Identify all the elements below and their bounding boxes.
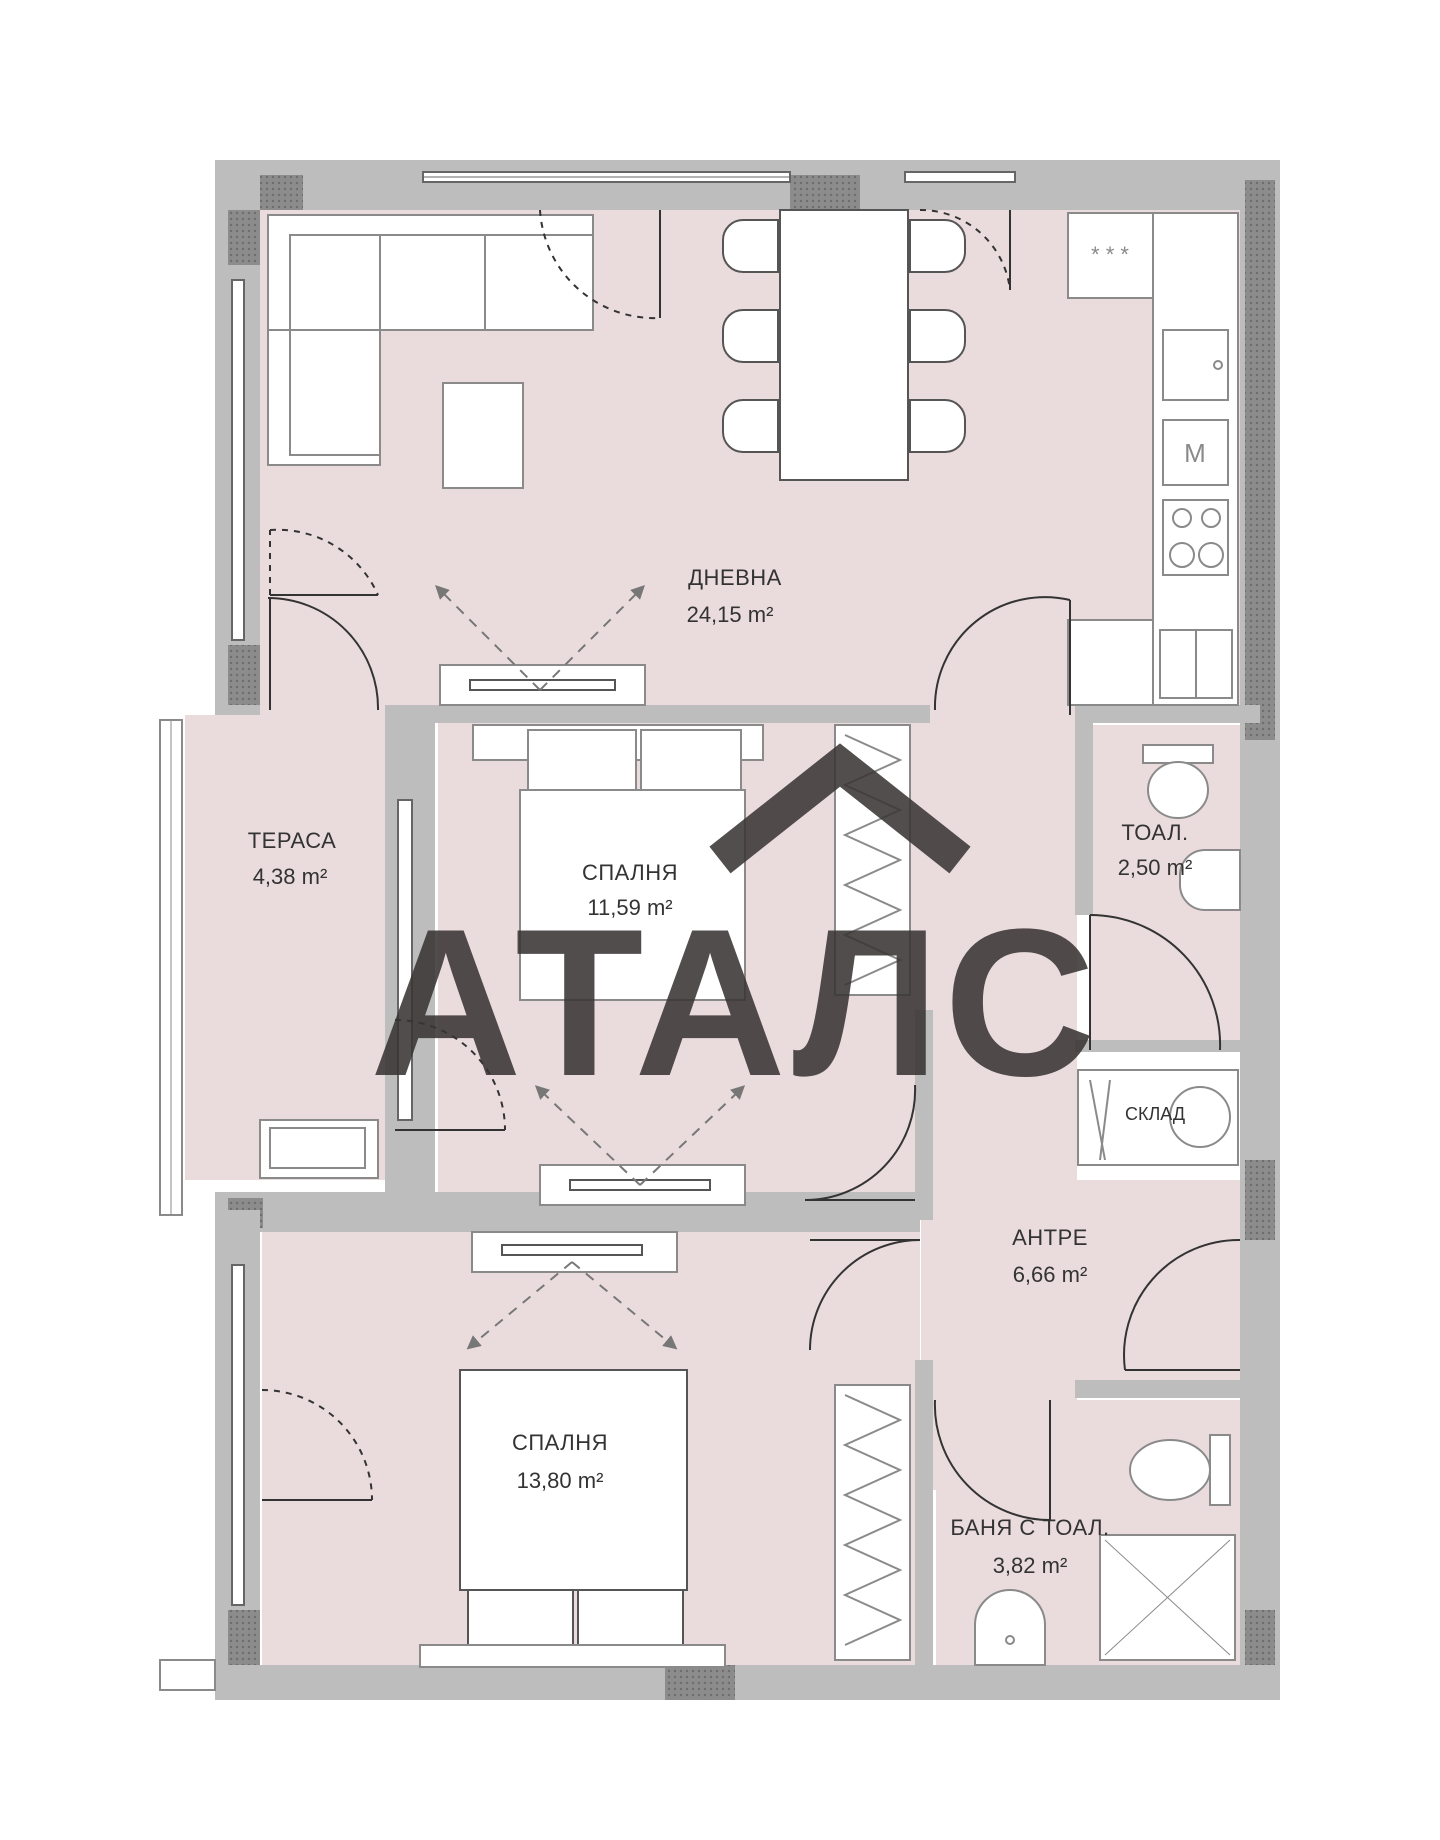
ac-airflow-arrow bbox=[466, 1261, 573, 1350]
bedroom2-hall-wall bbox=[915, 1360, 933, 1665]
svg-text:24,15 m²: 24,15 m² bbox=[687, 602, 774, 627]
window-left-bedroom2 bbox=[231, 1264, 245, 1606]
room-area: 6,66 bbox=[1013, 1262, 1056, 1287]
svg-text:11,59 m²: 11,59 m² bbox=[587, 895, 672, 920]
door-swing-icon bbox=[261, 208, 1241, 1522]
room-area: 2,50 bbox=[1118, 855, 1161, 880]
toilet-hall-wall bbox=[1075, 715, 1093, 915]
room-area-unit: m² bbox=[1062, 1262, 1088, 1287]
svg-text:2,50 m²: 2,50 m² bbox=[1118, 855, 1193, 880]
ac-airflow-arrow bbox=[571, 1261, 678, 1350]
kitchen-toilet-wall bbox=[1075, 705, 1260, 723]
room-name: ДНЕВНА bbox=[688, 565, 782, 590]
room-area-unit: m² bbox=[1167, 855, 1193, 880]
bedroom1-hall-wall bbox=[915, 1010, 933, 1220]
svg-text:4,38 m²: 4,38 m² bbox=[253, 864, 328, 889]
room-label-bathroom: БАНЯ С ТОАЛ. 3,82 m² bbox=[950, 1515, 1109, 1578]
sink-icon bbox=[1162, 329, 1229, 401]
washbasin-icon bbox=[1179, 849, 1241, 911]
floor-fills bbox=[185, 210, 1241, 1670]
coffee-table bbox=[442, 382, 524, 489]
ac-airflow-arrow bbox=[435, 585, 541, 691]
terrace-floor bbox=[185, 715, 393, 1180]
room-area-unit: m² bbox=[647, 895, 673, 920]
left-wall-hatch-top bbox=[228, 210, 260, 265]
dining-table-icon bbox=[722, 209, 966, 481]
hood-symbol: * * * bbox=[1091, 242, 1129, 267]
sofa-icon bbox=[267, 214, 594, 466]
bottom-left-railing bbox=[159, 1659, 216, 1691]
room-area: 13,80 bbox=[517, 1468, 572, 1493]
room-area: 3,82 bbox=[993, 1553, 1036, 1578]
bottom-wall-hatch bbox=[665, 1665, 735, 1700]
room-label-storage: СКЛАД bbox=[1125, 1104, 1185, 1124]
room-name: БАНЯ С ТОАЛ. bbox=[950, 1515, 1109, 1540]
room-name: СКЛАД bbox=[1125, 1104, 1185, 1124]
bottom-wall bbox=[215, 1665, 1280, 1700]
room-label-hall: АНТРЕ 6,66 m² bbox=[1012, 1225, 1088, 1287]
svg-text:3,82 m²: 3,82 m² bbox=[993, 1553, 1068, 1578]
storage-wall bbox=[1075, 1040, 1255, 1052]
watermark-text: АТАЛС bbox=[370, 885, 1099, 1120]
walls bbox=[159, 160, 1280, 1700]
svg-text:6,66 m²: 6,66 m² bbox=[1013, 1262, 1088, 1287]
room-label-terrace: ТЕРАСА 4,38 m² bbox=[248, 828, 337, 889]
washing-machine-icon bbox=[1077, 1069, 1239, 1166]
ac-airflow-arrow bbox=[534, 1085, 641, 1186]
toilet-icon bbox=[1142, 744, 1214, 819]
room-name: АНТРЕ bbox=[1012, 1225, 1088, 1250]
room-area-unit: m² bbox=[578, 1468, 604, 1493]
room-name: СПАЛНЯ bbox=[512, 1430, 608, 1455]
shower-icon bbox=[1099, 1534, 1236, 1661]
stove-icon bbox=[1162, 499, 1229, 576]
room-label-toilet: ТОАЛ. 2,50 m² bbox=[1118, 820, 1193, 880]
air-conditioner-icon bbox=[439, 664, 646, 706]
room-area-unit: m² bbox=[1042, 1553, 1068, 1578]
terrace-bedroom-window bbox=[397, 799, 413, 1121]
oven-icon bbox=[1159, 629, 1233, 699]
room-area: 11,59 bbox=[587, 895, 640, 920]
right-wall-hatch-2 bbox=[1245, 1160, 1275, 1240]
living-bedroom-wall bbox=[385, 705, 930, 723]
window-top-1 bbox=[422, 171, 791, 183]
window-top-2 bbox=[904, 171, 1016, 183]
room-name: СПАЛНЯ bbox=[582, 860, 678, 885]
room-area-unit: m² bbox=[302, 864, 328, 889]
logo-house-icon bbox=[709, 743, 971, 874]
window-left-living bbox=[231, 279, 245, 641]
room-label-bedroom1: СПАЛНЯ 11,59 m² bbox=[582, 860, 678, 920]
room-area-unit: m² bbox=[748, 602, 774, 627]
air-conditioner-icon bbox=[539, 1164, 746, 1206]
microwave-icon: M bbox=[1162, 419, 1229, 486]
room-area: 4,38 bbox=[253, 864, 296, 889]
room-area: 24,15 bbox=[687, 602, 742, 627]
room-name: ТЕРАСА bbox=[248, 828, 337, 853]
wardrobe-icon bbox=[834, 1384, 911, 1661]
bed-icon bbox=[472, 724, 764, 1001]
watermark-logo: АТАЛС bbox=[370, 743, 1099, 1120]
hall-floor-extension bbox=[921, 1180, 1241, 1390]
right-wall-hatch-1 bbox=[1245, 180, 1275, 740]
air-conditioner-icon bbox=[471, 1231, 678, 1273]
ac-airflow-arrow bbox=[539, 585, 645, 691]
top-wall-hatch-mid bbox=[790, 175, 860, 210]
top-wall bbox=[215, 160, 1280, 210]
room-label-living: ДНЕВНА 24,15 m² bbox=[687, 565, 782, 627]
bath-hall-wall bbox=[1075, 1380, 1255, 1398]
toilet-icon bbox=[1129, 1434, 1231, 1506]
room-name: ТОАЛ. bbox=[1121, 820, 1188, 845]
left-wall-hatch-bottom bbox=[228, 645, 260, 705]
ac-airflow-arrow bbox=[639, 1085, 746, 1186]
svg-text:13,80 m²: 13,80 m² bbox=[517, 1468, 604, 1493]
washbasin-icon bbox=[974, 1589, 1046, 1666]
kitchen-counter bbox=[1067, 212, 1239, 706]
washing-machine-icon bbox=[259, 1119, 379, 1179]
bed-icon bbox=[419, 1369, 726, 1668]
room-label-bedroom2: СПАЛНЯ 13,80 m² bbox=[512, 1430, 608, 1493]
svg-text:M: M bbox=[1184, 438, 1206, 468]
